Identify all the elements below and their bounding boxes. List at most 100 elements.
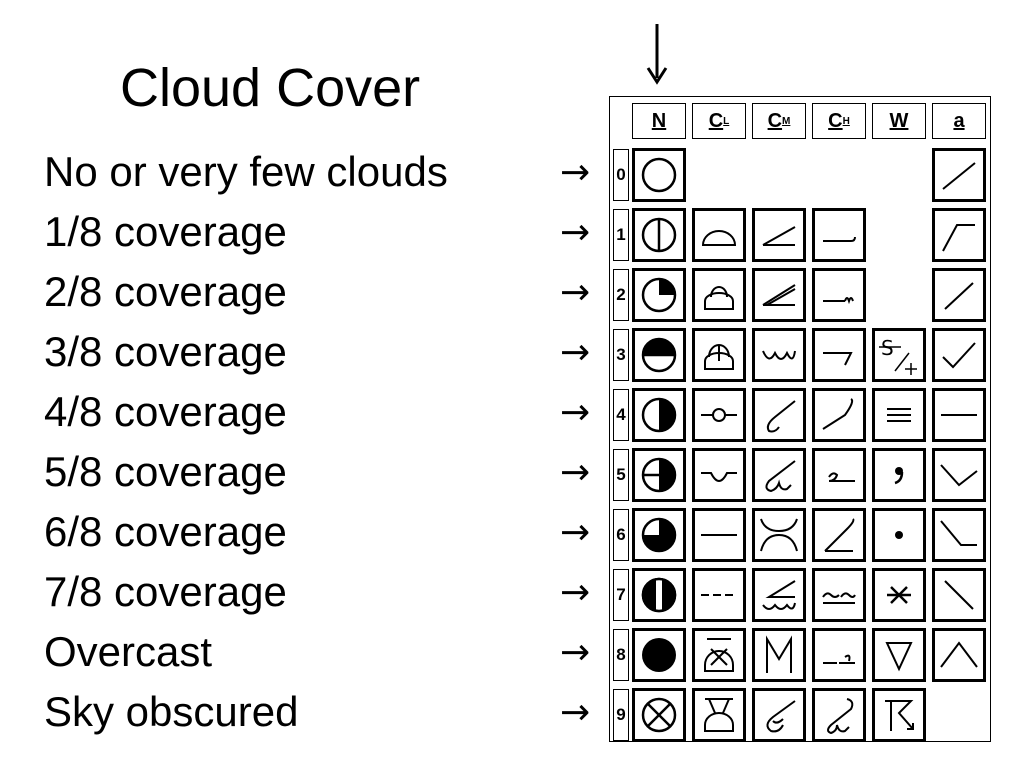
- right-arrow-icon: →: [560, 211, 591, 253]
- fog-icon: [872, 388, 926, 442]
- row-number: 5: [613, 449, 629, 501]
- altocumulus-castellanus-icon: [752, 628, 806, 682]
- coverage-label: 4/8 coverage: [44, 388, 287, 435]
- coverage-label: 3/8 coverage: [44, 328, 287, 375]
- cirrus-dense-icon: [812, 268, 866, 322]
- tendency-falling-then-rising-icon: [932, 328, 986, 382]
- altostratus-thin-icon: [752, 208, 806, 262]
- right-arrow-icon: →: [560, 451, 591, 493]
- row-number: 3: [613, 329, 629, 381]
- right-arrow-icon: →: [560, 391, 591, 433]
- row-number: 1: [613, 209, 629, 261]
- table-row: 8: [610, 625, 990, 685]
- sky-seven-eighths-icon: [632, 568, 686, 622]
- coverage-label: 2/8 coverage: [44, 268, 287, 315]
- cirrus-anvil-icon: [812, 328, 866, 382]
- cirrocumulus-icon: [812, 628, 866, 682]
- coverage-label: Overcast: [44, 628, 213, 675]
- right-arrow-icon: →: [560, 511, 591, 553]
- table-row: 3 S: [610, 325, 990, 385]
- coverage-label: Sky obscured: [44, 688, 299, 735]
- cirrostratus-high-icon: [812, 508, 866, 562]
- cumulus-and-stratocumulus-icon: [692, 628, 746, 682]
- sky-obscured-icon: [632, 688, 686, 742]
- table-row: 6: [610, 505, 990, 565]
- right-arrow-icon: →: [560, 571, 591, 613]
- sky-overcast-icon: [632, 628, 686, 682]
- table-row: 2: [610, 265, 990, 325]
- row-number: 6: [613, 509, 629, 561]
- row-number: 9: [613, 689, 629, 741]
- altocumulus-with-altostratus-icon: [752, 568, 806, 622]
- sky-clear-icon: [632, 148, 686, 202]
- row-number: 2: [613, 269, 629, 321]
- column-header-n: N: [632, 103, 686, 139]
- sky-five-eighths-icon: [632, 448, 686, 502]
- row-number: 0: [613, 149, 629, 201]
- right-arrow-icon: →: [560, 151, 591, 193]
- stratocumulus-spreading-icon: [692, 388, 746, 442]
- drizzle-icon: [872, 448, 926, 502]
- page-title: Cloud Cover: [120, 58, 421, 118]
- altocumulus-from-cumulus-icon: [752, 508, 806, 562]
- coverage-label: No or very few clouds: [44, 148, 448, 195]
- right-arrow-icon: →: [560, 691, 591, 733]
- table-row: 0: [610, 145, 990, 205]
- altocumulus-thin-icon: [752, 328, 806, 382]
- right-arrow-icon: →: [560, 631, 591, 673]
- shower-icon: [872, 628, 926, 682]
- tendency-steady-icon: [932, 388, 986, 442]
- tendency-falling-icon: [932, 568, 986, 622]
- cirrus-filaments-icon: [812, 208, 866, 262]
- table-row: 7: [610, 565, 990, 625]
- altocumulus-patches-icon: [752, 388, 806, 442]
- tendency-falling-then-steady-icon: [932, 448, 986, 502]
- coverage-label: 6/8 coverage: [44, 508, 287, 555]
- stratus-icon: [692, 508, 746, 562]
- right-arrow-icon: →: [560, 331, 591, 373]
- cumulonimbus-incus-icon: [692, 688, 746, 742]
- rain-icon: [872, 508, 926, 562]
- pointer-arrow-list: → → → → → → → → → →: [560, 142, 590, 742]
- row-number: 7: [613, 569, 629, 621]
- sandstorm-icon: S: [872, 328, 926, 382]
- cirrostratus-low-icon: [812, 448, 866, 502]
- coverage-label: 1/8 coverage: [44, 208, 287, 255]
- row-number: 4: [613, 389, 629, 441]
- row-number: 8: [613, 629, 629, 681]
- cirrostratus-full-icon: [812, 568, 866, 622]
- table-row: 5: [610, 445, 990, 505]
- right-arrow-icon: →: [560, 271, 591, 313]
- table-row: 4: [610, 385, 990, 445]
- thunderstorm-icon: [872, 688, 926, 742]
- cumulus-fair-icon: [692, 208, 746, 262]
- column-header-w: W: [872, 103, 926, 139]
- cirrus-hooks-icon: [812, 388, 866, 442]
- svg-text:S: S: [881, 336, 894, 360]
- tendency-rising-icon: [932, 268, 986, 322]
- column-header-a: a: [932, 103, 986, 139]
- tendency-rising-steady-icon: [932, 208, 986, 262]
- table-row: 1: [610, 205, 990, 265]
- sky-six-eighths-icon: [632, 508, 686, 562]
- sky-one-eighth-icon: [632, 208, 686, 262]
- snow-icon: [872, 568, 926, 622]
- altostratus-thick-icon: [752, 268, 806, 322]
- cirrocumulus-dense-icon: [812, 688, 866, 742]
- down-arrow-icon: [646, 24, 668, 85]
- sky-three-eighths-icon: [632, 328, 686, 382]
- table-row: 9: [610, 685, 990, 745]
- stratocumulus-icon: [692, 448, 746, 502]
- fractostratus-icon: [692, 568, 746, 622]
- cumulonimbus-calvus-icon: [692, 328, 746, 382]
- coverage-label: 7/8 coverage: [44, 568, 287, 615]
- sky-four-eighths-icon: [632, 388, 686, 442]
- sky-two-eighths-icon: [632, 268, 686, 322]
- coverage-label: 5/8 coverage: [44, 448, 287, 495]
- coverage-label-list: No or very few clouds 1/8 coverage 2/8 c…: [44, 142, 448, 742]
- tendency-rising-then-falling-icon: [932, 148, 986, 202]
